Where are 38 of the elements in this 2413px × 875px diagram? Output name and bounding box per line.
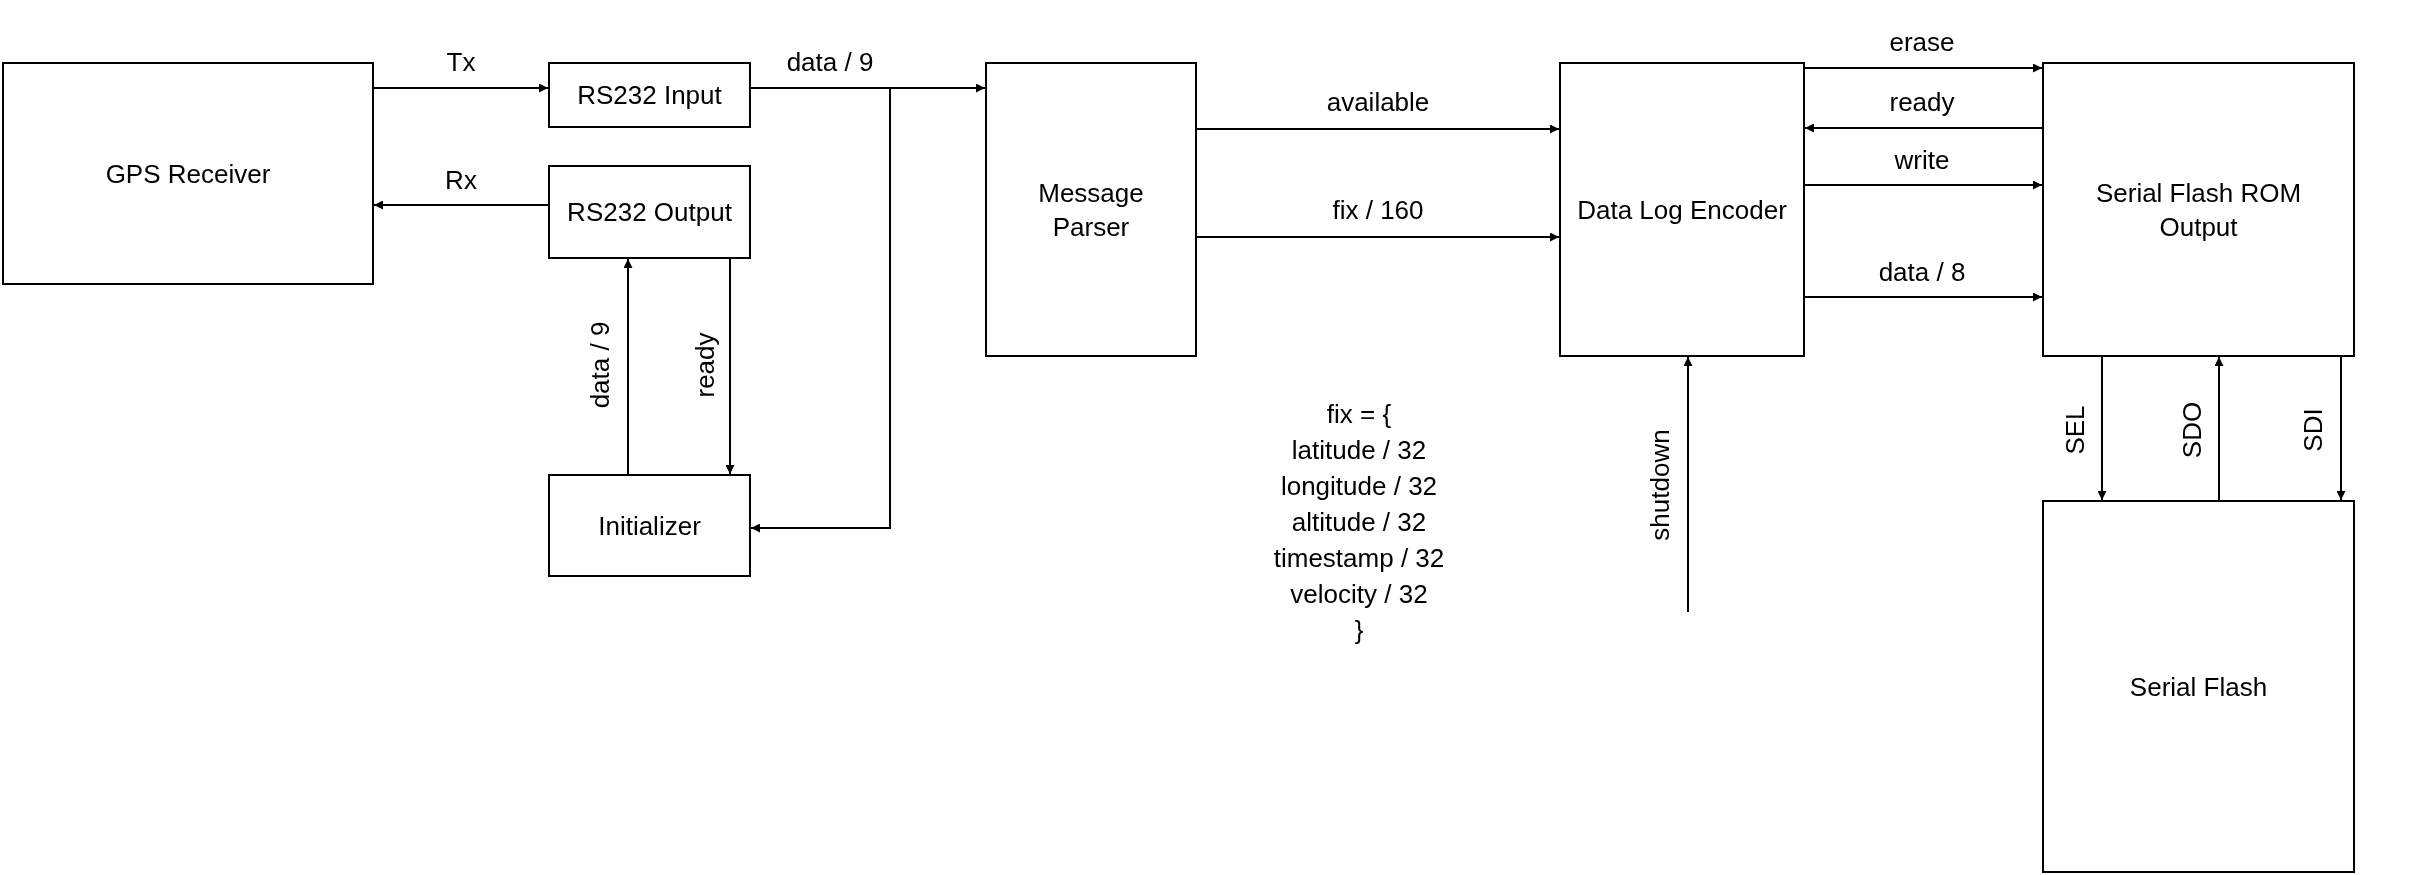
arrow [1804,292,2043,302]
block-label: Serial Flash [2129,670,2268,704]
block-box [548,474,751,577]
note-text: latitude / 32 [1291,434,1427,467]
block-label: Initializer [598,509,701,543]
arrow [1804,123,2043,133]
block-box [2042,500,2355,873]
arrow [725,258,735,475]
block-box [985,62,1197,357]
note-text: longitude / 32 [1280,470,1438,503]
block-box [2042,62,2355,357]
block-label: Data Log Encoder [1577,193,1787,227]
block-label: Serial Flash ROM Output [2094,176,2303,244]
note-text: velocity / 32 [1290,578,1428,611]
arrow [373,200,549,210]
arrow [2336,356,2346,501]
arrow [2097,356,2107,501]
arrow [373,83,549,93]
arrow [1196,232,1560,242]
arrow [1683,356,1693,613]
note-text: } [1354,614,1364,647]
block-label: Message Parser [1037,176,1145,244]
arrow [2214,356,2224,501]
block-box [548,62,751,128]
block-label: RS232 Output [567,196,732,229]
note-text: altitude / 32 [1291,506,1427,539]
block-box [2,62,374,285]
arrow [623,258,633,475]
block-label: GPS Receiver [105,157,271,191]
block-box [548,165,751,259]
arrow [1804,63,2043,73]
note-text: fix = { [1326,398,1392,431]
block-label: RS232 Input [577,79,722,112]
arrow [1196,124,1560,134]
arrow [1804,180,2043,190]
note-text: timestamp / 32 [1273,542,1445,575]
block-box [1559,62,1805,357]
arrow [750,87,891,533]
